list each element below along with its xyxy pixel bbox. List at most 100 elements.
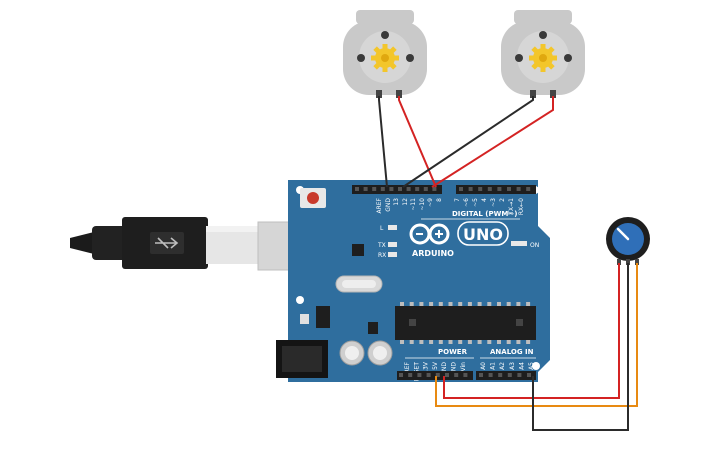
chip-dot: [516, 319, 523, 326]
chip-leg: [438, 340, 443, 344]
power-pin-socket[interactable]: [417, 373, 422, 377]
analog-pin-label: A0: [480, 362, 487, 370]
capacitor-top: [345, 346, 359, 360]
potentiometer[interactable]: [606, 217, 650, 265]
digital-pin-label: ~10: [419, 198, 426, 211]
analog-pin-socket[interactable]: [527, 373, 531, 377]
wire-pot-signal[interactable]: [435, 263, 638, 407]
digital-pin-socket[interactable]: [432, 187, 437, 191]
bottom-pin-sockets[interactable]: [399, 373, 531, 377]
digital-pin-socket[interactable]: [389, 187, 394, 191]
wire-pot-gnd[interactable]: [532, 263, 629, 431]
wire-motor1-signal[interactable]: [398, 96, 437, 188]
chip-leg: [467, 340, 472, 344]
digital-pin-socket[interactable]: [372, 187, 377, 191]
motor-terminal: [376, 90, 382, 98]
motor-terminal: [550, 90, 556, 98]
analog-pin-socket[interactable]: [517, 373, 522, 377]
digital-pin-socket[interactable]: [487, 187, 492, 191]
analog-pin-label: A4: [518, 362, 525, 370]
chip-leg: [487, 302, 492, 306]
chip-leg: [497, 302, 501, 306]
digital-pin-label: ~11: [410, 198, 417, 211]
digital-pin-socket[interactable]: [423, 187, 428, 191]
chip-leg: [458, 302, 463, 306]
dc-motor-2[interactable]: [501, 10, 585, 98]
power-pin-socket[interactable]: [445, 373, 449, 377]
analog-pin-socket[interactable]: [488, 373, 493, 377]
digital-pin-label: ~3: [490, 198, 497, 207]
power-pin-socket[interactable]: [408, 373, 413, 377]
power-pin-label: 3.3V: [423, 361, 430, 376]
digital-pin-socket[interactable]: [478, 187, 483, 191]
led-rx: [388, 252, 397, 257]
digital-pin-socket[interactable]: [507, 187, 511, 191]
capacitor-small: [300, 314, 309, 324]
chip-pins: [400, 302, 531, 344]
wire-motor1-gnd[interactable]: [378, 96, 388, 188]
digital-pin-sockets[interactable]: [355, 187, 531, 191]
motor-screw: [357, 54, 365, 62]
power-pin-socket[interactable]: [463, 373, 468, 377]
power-pin-label: GND: [441, 362, 448, 376]
power-header-label: POWER: [438, 348, 468, 356]
wire-motor2-gnd[interactable]: [402, 96, 534, 188]
dc-motor-1[interactable]: [343, 10, 427, 98]
crystal-highlight: [342, 280, 376, 288]
led-tx-label: TX: [377, 242, 386, 249]
wire-motor2-signal[interactable]: [431, 96, 554, 188]
wires[interactable]: [378, 96, 638, 431]
digital-pin-socket[interactable]: [516, 187, 521, 191]
digital-pin-socket[interactable]: [526, 187, 531, 191]
motor-screw: [539, 31, 547, 39]
digital-pin-socket[interactable]: [468, 187, 473, 191]
power-pin-socket[interactable]: [454, 373, 459, 377]
power-pin-socket[interactable]: [399, 373, 403, 377]
chip-leg: [448, 340, 453, 344]
usb-interface-chip: [352, 244, 364, 256]
digital-pin-socket[interactable]: [398, 187, 402, 191]
dc-jack-inner: [282, 346, 322, 372]
digital-pin-socket[interactable]: [459, 187, 463, 191]
chip-leg: [419, 302, 424, 306]
gear-icon: [529, 44, 557, 72]
chip-leg: [506, 302, 511, 306]
power-pin-socket[interactable]: [435, 373, 440, 377]
chip-leg: [516, 340, 521, 344]
reset-button-cap[interactable]: [307, 192, 319, 204]
chip-leg: [438, 302, 443, 306]
analog-pin-socket[interactable]: [479, 373, 483, 377]
motor-screw: [381, 31, 389, 39]
chip-leg: [497, 340, 501, 344]
digital-pin-socket[interactable]: [497, 187, 502, 191]
chip-leg: [526, 302, 531, 306]
usb-shell-highlight: [206, 226, 264, 232]
chip-leg: [506, 340, 511, 344]
atmega-microcontroller: [395, 306, 536, 340]
chip-leg: [516, 302, 521, 306]
analog-pin-label: A2: [499, 362, 506, 370]
digital-pin-socket[interactable]: [380, 187, 385, 191]
motor-screw: [515, 54, 523, 62]
chip-leg: [429, 340, 434, 344]
uno-badge: [457, 221, 509, 246]
power-pin-socket[interactable]: [426, 373, 431, 377]
mounting-hole: [296, 296, 304, 304]
digital-pin-socket[interactable]: [355, 187, 359, 191]
chip-leg: [429, 302, 434, 306]
power-header: [397, 371, 473, 380]
digital-pin-label: 7: [454, 198, 461, 202]
analog-pin-socket[interactable]: [507, 373, 512, 377]
wire-pot-5v[interactable]: [443, 263, 620, 399]
digital-pin-socket[interactable]: [415, 187, 420, 191]
digital-pin-socket[interactable]: [363, 187, 368, 191]
gear-icon: [371, 44, 399, 72]
chip-leg: [526, 340, 531, 344]
analog-pin-socket[interactable]: [498, 373, 503, 377]
power-pin-label: Vin: [460, 362, 467, 372]
digital-pin-socket[interactable]: [406, 187, 411, 191]
usb-metal-shell: [206, 226, 264, 264]
